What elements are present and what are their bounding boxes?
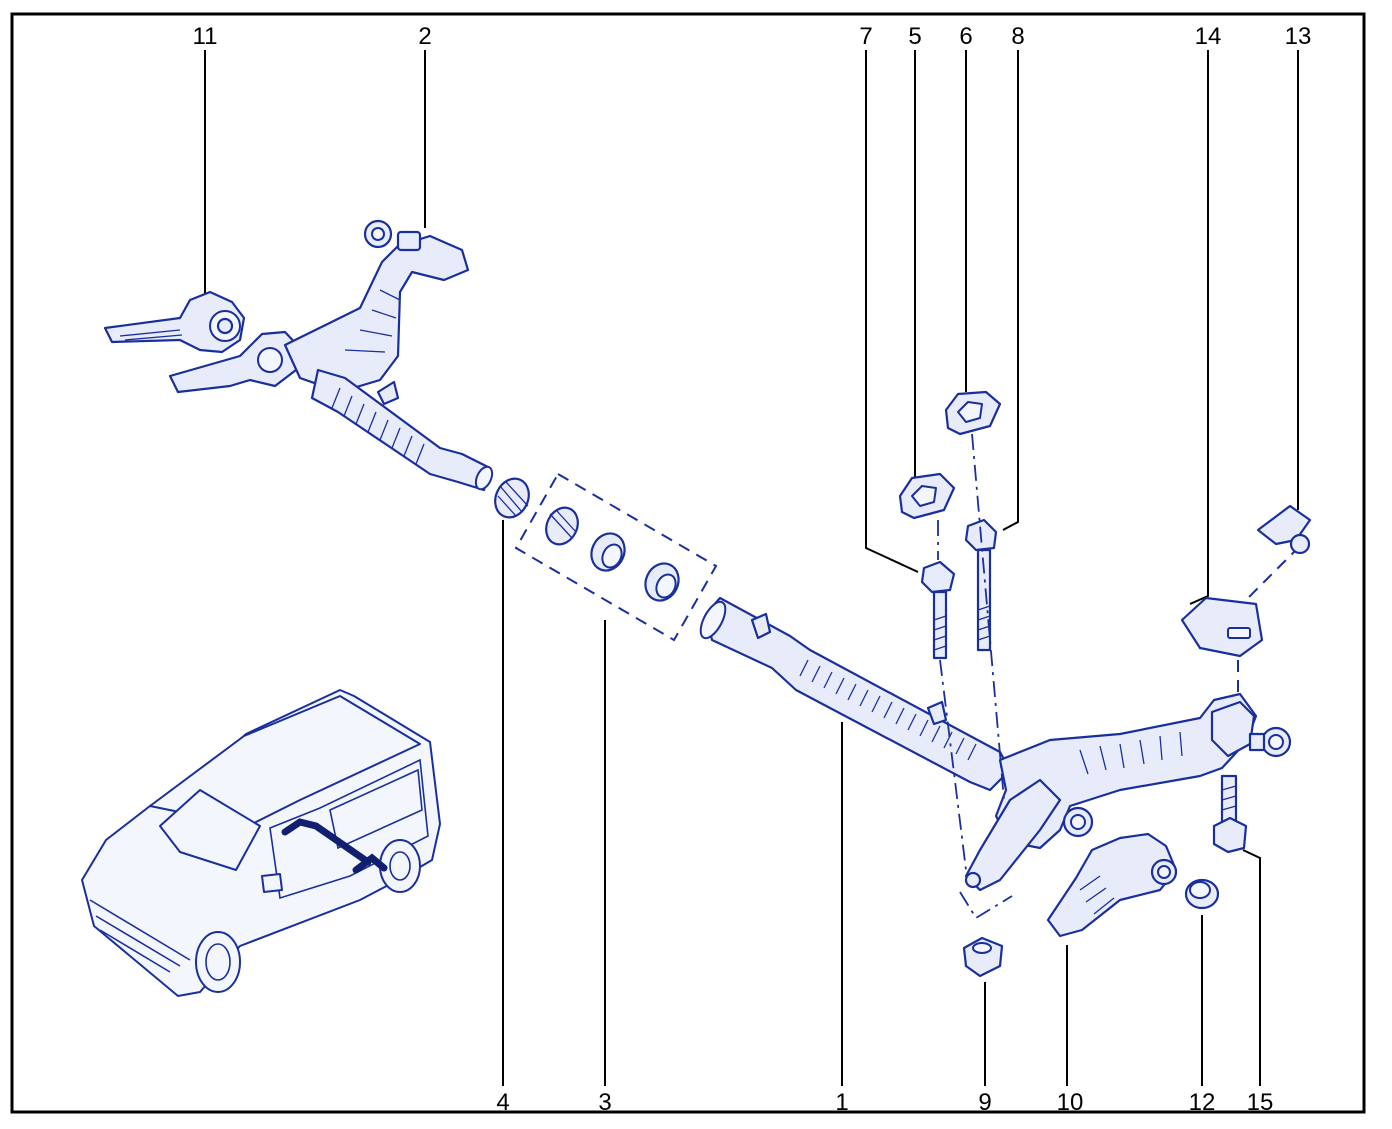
diagram-frame <box>10 12 1366 1114</box>
callout-12: 12 <box>1189 1089 1216 1116</box>
callout-labels: 11 2 7 5 6 8 14 13 4 3 1 9 10 12 15 <box>193 23 1312 1116</box>
axle-tube <box>699 596 1012 792</box>
leader-lines <box>204 50 1299 1086</box>
mount-bracket <box>1180 504 1312 692</box>
callout-2: 2 <box>418 23 431 50</box>
callout-3: 3 <box>598 1089 611 1116</box>
callout-9: 9 <box>978 1089 991 1116</box>
fasteners <box>898 390 1013 920</box>
callout-8: 8 <box>1011 23 1024 50</box>
callout-15: 15 <box>1247 1089 1274 1116</box>
callout-4: 4 <box>496 1089 509 1116</box>
left-trailing-arm <box>103 219 494 492</box>
callout-13: 13 <box>1285 23 1312 50</box>
right-trailing-arm <box>964 692 1292 892</box>
lower-parts <box>962 774 1248 978</box>
vehicle-thumbnail <box>81 689 441 997</box>
callout-1: 1 <box>835 1089 848 1116</box>
callout-5: 5 <box>908 23 921 50</box>
callout-11: 11 <box>193 23 218 50</box>
callout-6: 6 <box>959 23 972 50</box>
callout-10: 10 <box>1057 1089 1084 1116</box>
bushings <box>494 472 718 642</box>
callout-7: 7 <box>859 23 872 50</box>
callout-14: 14 <box>1195 23 1222 50</box>
